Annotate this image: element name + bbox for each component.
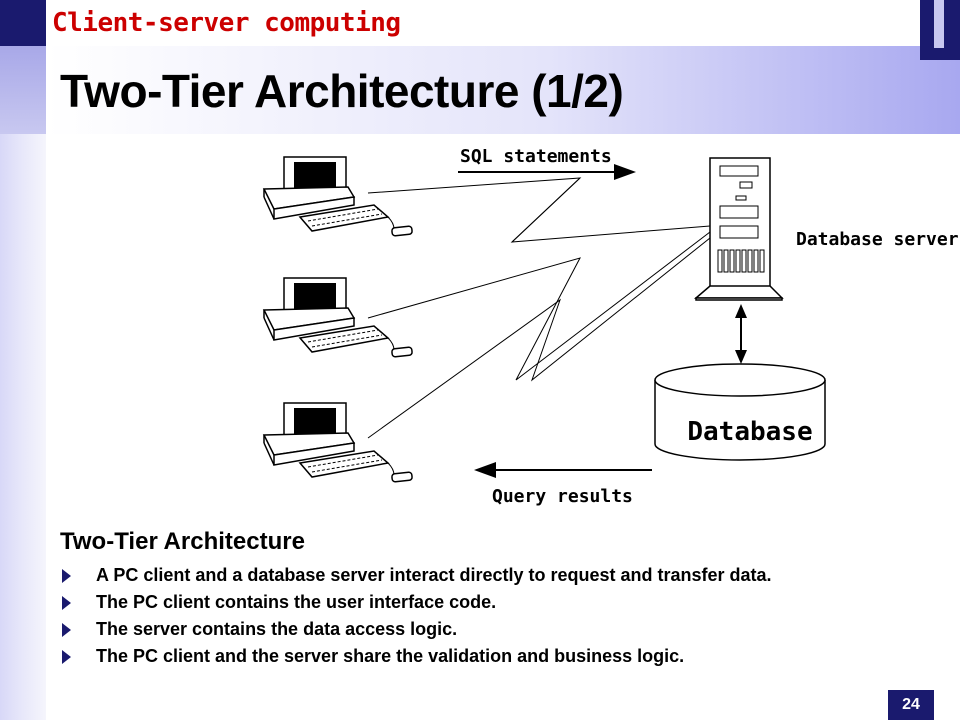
content-heading: Two-Tier Architecture bbox=[60, 528, 305, 555]
list-item: The server contains the data access logi… bbox=[60, 616, 772, 643]
bullet-list: A PC client and a database server intera… bbox=[60, 562, 772, 670]
pc-client-icon bbox=[263, 277, 414, 358]
pc-client-icon bbox=[263, 156, 414, 237]
sql-statements-arrow bbox=[458, 164, 636, 180]
list-item: A PC client and a database server intera… bbox=[60, 562, 772, 589]
bullet-arrow-icon bbox=[62, 569, 71, 583]
database-server-label: Database server bbox=[796, 229, 959, 250]
top-left-decor-block bbox=[0, 0, 46, 46]
top-right-decor-stripe bbox=[934, 0, 944, 48]
page-number: 24 bbox=[888, 690, 934, 720]
server-database-link-icon bbox=[735, 304, 747, 364]
header-band bbox=[46, 46, 960, 134]
network-lines bbox=[367, 177, 711, 439]
pc-client-icon bbox=[263, 402, 414, 483]
list-item: The PC client contains the user interfac… bbox=[60, 589, 772, 616]
query-results-label: Query results bbox=[492, 486, 633, 507]
sql-statements-label: SQL statements bbox=[460, 146, 612, 167]
bullet-text: A PC client and a database server intera… bbox=[96, 565, 772, 585]
bullet-arrow-icon bbox=[62, 596, 71, 610]
bullet-text: The PC client and the server share the v… bbox=[96, 646, 685, 666]
database-label: Database bbox=[687, 417, 812, 447]
database-icon: Database bbox=[654, 363, 826, 461]
database-server-icon bbox=[693, 157, 784, 301]
list-item: The PC client and the server share the v… bbox=[60, 643, 772, 670]
bullet-arrow-icon bbox=[62, 650, 71, 664]
architecture-diagram: Database SQL statements Query results Da… bbox=[263, 146, 959, 507]
bullet-text: The server contains the data access logi… bbox=[96, 619, 458, 639]
query-results-arrow bbox=[474, 462, 652, 478]
slide-subtitle: Client-server computing bbox=[52, 8, 401, 38]
bullet-text: The PC client contains the user interfac… bbox=[96, 592, 497, 612]
header-side-decor bbox=[0, 46, 46, 134]
bullet-arrow-icon bbox=[62, 623, 71, 637]
slide-title: Two-Tier Architecture (1/2) bbox=[60, 65, 624, 117]
